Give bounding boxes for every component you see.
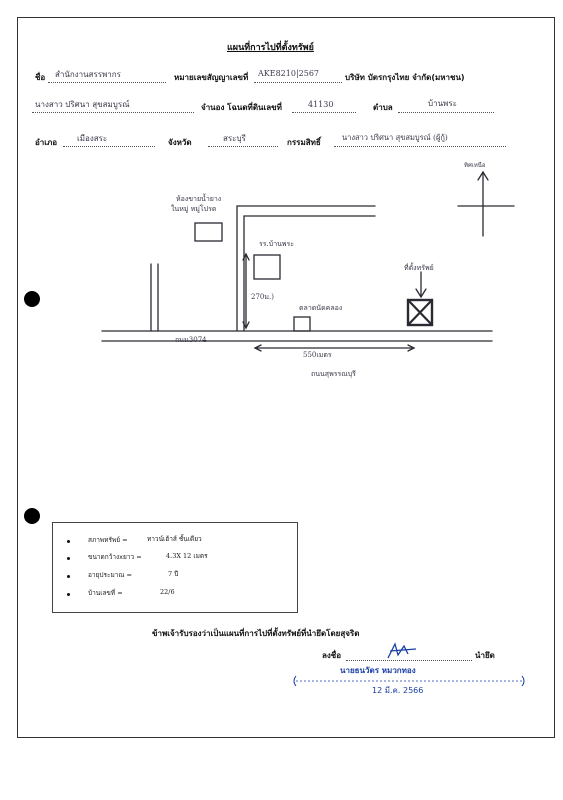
- owner-line: [334, 146, 506, 147]
- page-title: แผนที่การไปที่ตั้งทรัพย์: [227, 43, 314, 53]
- deed-value: 41130: [308, 100, 334, 109]
- property-info-box: [52, 522, 298, 613]
- district-line: [63, 146, 155, 147]
- role-label: นำยึด: [475, 651, 495, 660]
- shop-building: [194, 222, 223, 242]
- name-line: [48, 82, 166, 83]
- signature-line: [346, 660, 472, 661]
- stamp-bracket-right: [521, 675, 525, 687]
- binder-hole-bottom: [24, 508, 40, 524]
- district-label: อำเภอ: [35, 138, 58, 147]
- province-label: จังหวัด: [168, 138, 192, 147]
- property-pointer-head: [415, 288, 427, 299]
- certification-statement: ข้าพเจ้ารับรองว่าเป็นแผนที่การไปที่ตั้งท…: [152, 629, 360, 638]
- info-value-2: 4.3X 12 เมตร: [166, 552, 208, 560]
- deed-line: [292, 112, 356, 113]
- vertical-distance-arrow-top: [242, 252, 250, 261]
- subdistrict-value: บ้านพระ: [428, 99, 457, 108]
- north-arrow-head: [477, 170, 489, 181]
- info-label-3: อายุประมาณ =: [88, 571, 132, 579]
- deed-label: จำนอง โฉนดที่ดินเลขที่: [201, 103, 282, 112]
- info-label-4: บ้านเลขที่ =: [88, 589, 123, 597]
- market-label: ตลาดนัดคลอง: [299, 304, 343, 312]
- stamp-bracket: [293, 675, 525, 687]
- subdistrict-label: ตำบล: [373, 103, 393, 112]
- north-label: ทิศเหนือ: [464, 162, 486, 169]
- signature-scribble: [387, 642, 417, 659]
- vertical-distance-arrow-bottom: [242, 321, 250, 330]
- name-value: สำนักงานสรรพากร: [55, 70, 121, 79]
- stamp-date: 12 มี.ค. 2566: [372, 686, 424, 695]
- page-frame: [17, 17, 555, 738]
- signature-path: [387, 642, 417, 659]
- info-bullet-3: [67, 575, 70, 578]
- company-label: บริษัท บัตรกรุงไทย จำกัด(มหาชน): [345, 73, 465, 82]
- info-bullet-1: [67, 540, 70, 543]
- contract-label: หมายเลขสัญญาเลขที่: [174, 73, 249, 82]
- contract-value: AKE8210|2567: [258, 69, 320, 78]
- vertical-distance-label: 270ม.): [251, 293, 274, 301]
- owner-value: นางสาว ปริศนา สุขสมบูรณ์ (ผู้กู้): [342, 133, 448, 142]
- person-line: [32, 112, 194, 113]
- shop-label-2: ในหมู่ หมู่โปรด: [171, 205, 217, 213]
- province-line: [208, 146, 278, 147]
- road-label-2: ถนนสุพรรณบุรี: [311, 370, 356, 378]
- property-label: ที่ตั้งทรัพย์: [404, 264, 434, 272]
- road-label: ถนน3074: [175, 336, 207, 344]
- sign-label: ลงชื่อ: [322, 651, 342, 660]
- stamp-name: นายธนวัตร หมวกทอง: [340, 666, 416, 675]
- district-value: เมืองสระ: [77, 134, 108, 143]
- person-value: นางสาว ปริศนา สุขสมบูรณ์: [35, 100, 130, 109]
- info-label-1: สภาพทรัพย์ =: [88, 536, 128, 544]
- name-label: ชื่อ: [35, 73, 46, 82]
- info-label-2: ขนาดกว้างxยาว =: [88, 553, 142, 561]
- binder-hole-top: [24, 291, 40, 307]
- school-building: [253, 254, 281, 280]
- info-bullet-4: [67, 593, 70, 596]
- info-bullet-2: [67, 557, 70, 560]
- info-value-3: 7 ปี: [168, 570, 179, 578]
- school-label: รร.บ้านพระ: [259, 240, 295, 248]
- property-marker-cross-2: [406, 298, 434, 327]
- info-value-4: 22/6: [160, 588, 175, 596]
- owner-label: กรรมสิทธิ์: [287, 138, 321, 147]
- contract-line: [254, 82, 342, 83]
- stamp-bracket-left: [293, 675, 297, 687]
- horizontal-distance-arrow-left: [253, 344, 262, 352]
- property-marker: [406, 298, 434, 327]
- shop-label-1: ห้องขายน้ำยาง: [176, 195, 222, 203]
- info-value-1: ทาวน์เฮ้าส์ ชั้นเดียว: [147, 535, 202, 543]
- market-building: [293, 316, 311, 332]
- horizontal-distance-label: 550เมตร: [303, 351, 332, 359]
- subdistrict-line: [398, 112, 494, 113]
- province-value: สระบุรี: [223, 134, 246, 143]
- horizontal-distance-arrow-right: [407, 344, 416, 352]
